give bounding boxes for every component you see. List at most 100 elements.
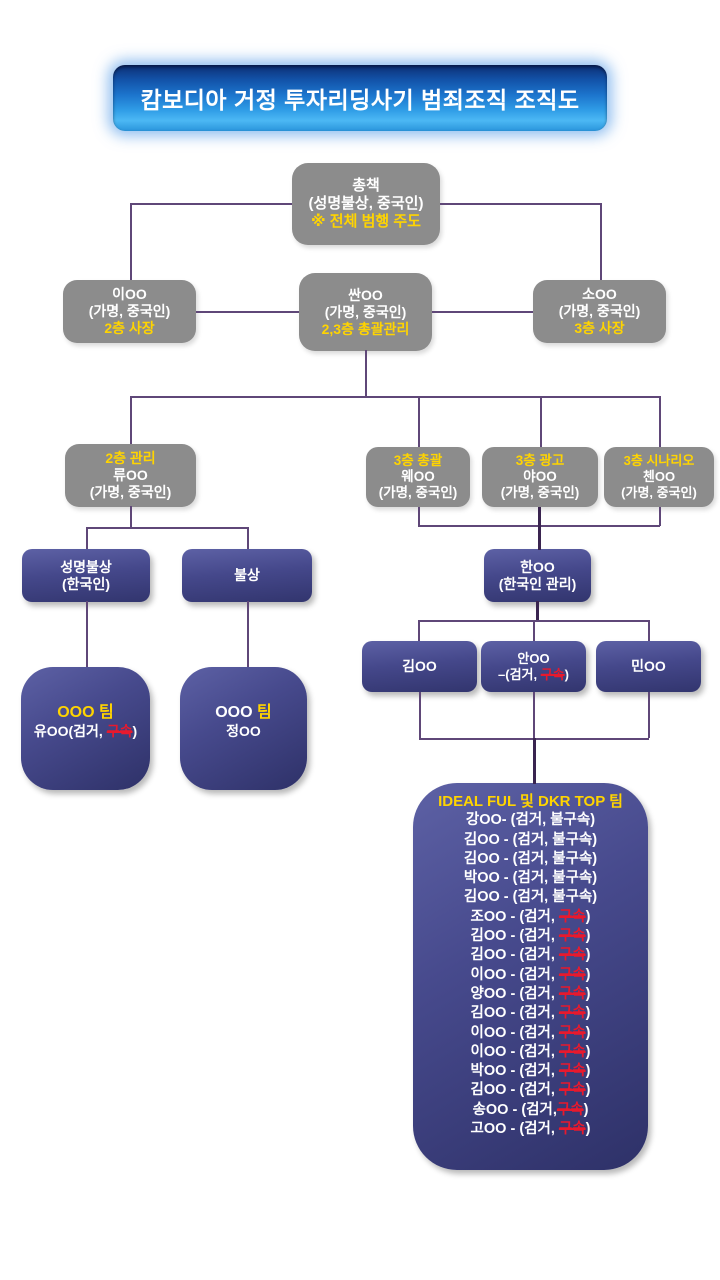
- connector-line: [196, 311, 299, 313]
- node-kim-name: 김OO: [402, 658, 437, 674]
- node-unknown-korean-detail: (한국인): [62, 575, 110, 592]
- node-floor2-manager-role: 2층 관리: [105, 450, 156, 466]
- node-ssan: 싼OO (가명, 중국인) 2,3층 총괄관리: [299, 273, 432, 351]
- node-floor3-ads-name: 야OO: [523, 469, 557, 484]
- node-floor3-ads-detail: (가명, 중국인): [500, 485, 580, 500]
- node-boss: 총책 (성명불상, 중국인) ※ 전체 범행 주도: [292, 163, 440, 245]
- node-floor3-head: 3층 총괄 웨OO (가명, 중국인): [366, 447, 470, 507]
- connector-line: [440, 203, 601, 205]
- node-lee-name: 이OO: [112, 286, 147, 302]
- node-so-detail: (가명, 중국인): [558, 303, 641, 319]
- node-boss-name: 총책: [352, 177, 380, 194]
- connector-line: [86, 601, 88, 667]
- connector-line: [418, 396, 420, 447]
- connector-line: [419, 692, 421, 738]
- node-floor3-ads-role: 3층 광고: [515, 453, 565, 468]
- node-so-name: 소OO: [582, 286, 617, 302]
- node-floor2-manager-detail: (가명, 중국인): [89, 484, 172, 500]
- node-team-2-member: 정OO: [226, 723, 261, 739]
- node-ahn-name: 안OO: [517, 650, 550, 666]
- node-unknown-korean-name: 성명불상: [60, 558, 112, 575]
- node-team-2: OOO 팀 정OO: [180, 667, 307, 790]
- ideal-member-line: 김OO - (검거, 불구속): [463, 889, 598, 906]
- node-floor2-manager: 2층 관리 류OO (가명, 중국인): [65, 444, 196, 507]
- ideal-member-line: 박OO - (검거, 불구속): [463, 870, 598, 887]
- node-team-1-member-suffix: ): [132, 723, 138, 739]
- connector-line: [536, 601, 539, 621]
- node-floor3-scenario-role: 3층 시나리오: [623, 453, 695, 468]
- node-floor3-head-name: 웨OO: [401, 469, 435, 484]
- connector-line: [86, 527, 88, 549]
- connector-line: [130, 203, 292, 205]
- node-han-name: 한OO: [520, 558, 555, 575]
- node-floor3-scenario-detail: (가명, 중국인): [621, 485, 697, 500]
- connector-line: [659, 396, 661, 447]
- connector-line: [659, 507, 661, 526]
- chart-title-banner: 캄보디아 거정 투자리딩사기 범죄조직 조직도: [113, 65, 607, 131]
- node-unknown-name: 불상: [234, 567, 260, 583]
- node-unknown-korean: 성명불상 (한국인): [22, 549, 150, 602]
- node-so: 소OO (가명, 중국인) 3층 사장: [533, 280, 666, 343]
- node-ahn-status-suffix: ): [564, 666, 569, 682]
- node-ahn-status-prefix: –(검거,: [498, 666, 541, 682]
- node-team-2-title: OOO 팀: [215, 703, 272, 722]
- chart-title: 캄보디아 거정 투자리딩사기 범죄조직 조직도: [140, 87, 580, 113]
- ideal-member-line: 강OO- (검거, 불구속): [465, 812, 596, 829]
- node-ahn: 안OO –(검거, 구속): [481, 641, 586, 692]
- ideal-member-line: 고OO - (검거, 구속): [470, 1121, 591, 1138]
- connector-line: [130, 396, 660, 398]
- connector-line: [130, 396, 132, 444]
- connector-line: [130, 506, 132, 528]
- node-min: 민OO: [596, 641, 701, 692]
- node-unknown: 불상: [182, 549, 312, 602]
- connector-line: [86, 527, 248, 529]
- node-team-2-title-team: 팀: [257, 704, 272, 721]
- node-team-1: OOO 팀 유OO(검거, 구속): [21, 667, 150, 790]
- connector-line: [247, 527, 249, 549]
- ideal-member-line: 김OO - (검거, 구속): [470, 947, 591, 964]
- ideal-member-line: 김OO - (검거, 불구속): [463, 831, 598, 848]
- node-floor3-head-detail: (가명, 중국인): [378, 485, 458, 500]
- connector-line: [648, 692, 650, 738]
- node-ahn-status: –(검거, 구속): [498, 667, 569, 683]
- node-floor3-scenario: 3층 시나리오 첸OO (가명, 중국인): [604, 447, 714, 507]
- ideal-member-line: 김OO - (검거, 구속): [470, 928, 591, 945]
- node-so-role: 3층 사장: [574, 320, 625, 336]
- connector-line: [600, 203, 602, 280]
- node-floor3-ads: 3층 광고 야OO (가명, 중국인): [482, 447, 598, 507]
- node-ssan-role: 2,3층 총괄관리: [321, 320, 410, 337]
- connector-line: [418, 620, 420, 641]
- node-floor3-scenario-name: 첸OO: [642, 469, 676, 484]
- ideal-member-line: 김OO - (검거, 불구속): [463, 850, 598, 867]
- node-lee: 이OO (가명, 중국인) 2층 사장: [63, 280, 196, 343]
- connector-line: [365, 350, 367, 397]
- node-ideal-team-header: IDEAL FUL 및 DKR TOP 팀: [438, 793, 623, 810]
- node-kim: 김OO: [362, 641, 477, 692]
- node-boss-role: ※ 전체 범행 주도: [311, 213, 421, 230]
- ideal-member-line: 양OO - (검거, 구속): [470, 985, 591, 1002]
- node-lee-role: 2층 사장: [104, 320, 155, 336]
- node-team-1-member-prefix: 유OO(검거,: [33, 723, 107, 739]
- ideal-member-line: 이OO - (검거, 구속): [470, 966, 591, 983]
- node-floor2-manager-name: 류OO: [113, 467, 148, 483]
- ideal-member-line: 김OO - (검거, 구속): [470, 1082, 591, 1099]
- connector-line: [540, 396, 542, 447]
- node-team-2-title-name: OOO: [215, 704, 258, 721]
- node-han: 한OO (한국인 관리): [484, 549, 591, 602]
- connector-line: [533, 620, 535, 641]
- node-boss-detail: (성명불상, 중국인): [308, 195, 424, 212]
- connector-line: [648, 620, 650, 641]
- node-floor3-head-role: 3층 총괄: [393, 453, 443, 468]
- connector-line: [247, 601, 249, 667]
- node-team-1-member: 유OO(검거, 구속): [34, 722, 137, 741]
- node-team-1-title: OOO 팀: [57, 704, 114, 721]
- ideal-member-line: 조OO - (검거, 구속): [470, 908, 591, 925]
- connector-line: [418, 507, 420, 526]
- connector-line: [533, 692, 535, 738]
- ideal-member-line: 이OO - (검거, 구속): [470, 1043, 591, 1060]
- node-team-1-member-detained: 구속: [106, 723, 133, 739]
- ideal-member-list: 강OO- (검거, 불구속) 김OO - (검거, 불구속) 김OO - (검거, …: [464, 811, 597, 1139]
- node-han-detail: (한국인 관리): [498, 575, 577, 592]
- node-lee-detail: (가명, 중국인): [88, 303, 171, 319]
